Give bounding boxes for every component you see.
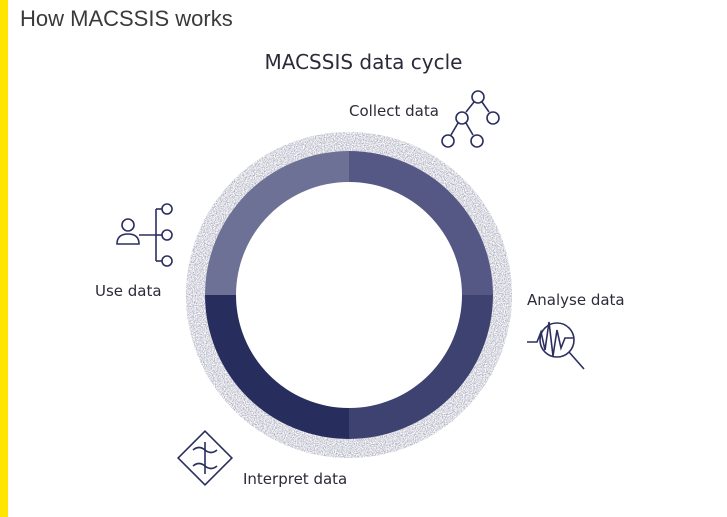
shadow-arc-collect [349, 132, 512, 295]
shadow-arc-use [186, 132, 349, 295]
step-label-use: Use data [95, 282, 162, 300]
segment-collect [349, 151, 493, 295]
shadow-arc-analyse [349, 295, 512, 458]
page-title: How MACSSIS works [20, 6, 233, 31]
step-label-collect: Collect data [349, 102, 439, 120]
hierarchy-icon [441, 90, 500, 148]
puzzle-icon [176, 429, 234, 487]
shadow-arcs [186, 132, 512, 458]
step-label-analyse: Analyse data [527, 291, 625, 309]
analysis-icon [527, 321, 585, 370]
share-user-icon [116, 203, 173, 267]
segment-interpret [205, 295, 349, 439]
ring [205, 151, 493, 439]
step-label-interpret: Interpret data [243, 470, 348, 488]
accent-bar [0, 0, 8, 517]
cycle-title: MACSSIS data cycle [264, 50, 463, 74]
segment-analyse [349, 295, 493, 439]
segment-use [205, 151, 349, 295]
shadow-arc-interpret [186, 295, 349, 458]
